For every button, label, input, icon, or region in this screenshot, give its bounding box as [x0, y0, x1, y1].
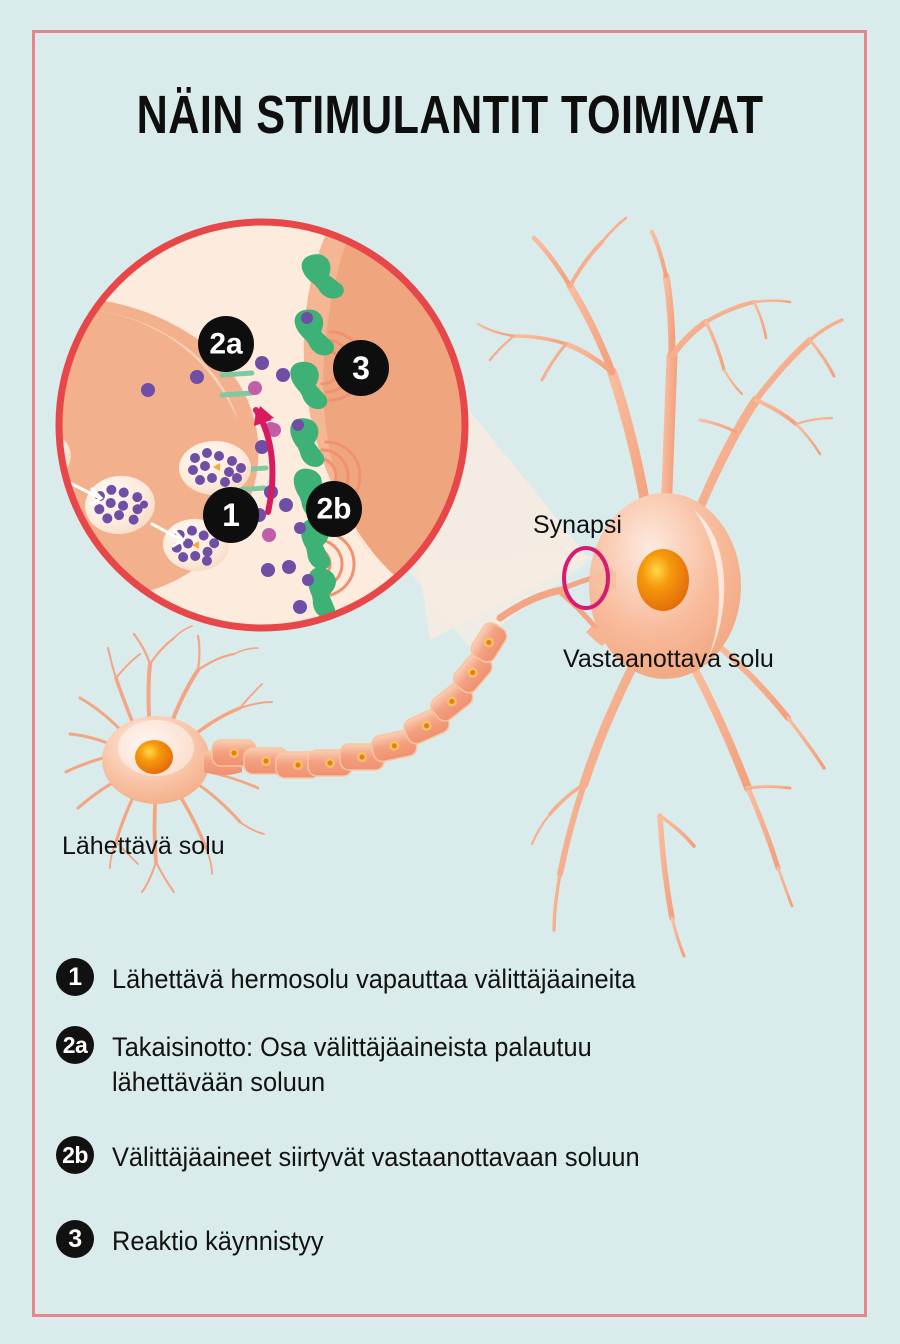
callout-3: 3 — [333, 340, 389, 396]
svg-text:3: 3 — [352, 350, 370, 386]
legend-badge: 2b — [56, 1136, 94, 1174]
label-receiving-cell: Vastaanottava solu — [563, 645, 774, 673]
svg-text:1: 1 — [222, 497, 240, 533]
label-sending-cell: Lähettävä solu — [62, 832, 225, 860]
reuptake-arrow — [253, 406, 276, 515]
diagram-callouts: 2a 3 1 2b — [198, 316, 389, 543]
legend-item: 2a Takaisinotto: Osa välittäjäaineista p… — [56, 1026, 622, 1100]
legend-badge: 3 — [56, 1220, 94, 1258]
legend-badge: 2a — [56, 1026, 94, 1064]
svg-text:2b: 2b — [316, 493, 351, 526]
legend-badge: 1 — [56, 958, 94, 996]
stimulant-molecules — [248, 381, 281, 542]
callout-2b: 2b — [306, 481, 362, 537]
label-synapse: Synapsi — [533, 511, 622, 539]
legend-label: Takaisinotto: Osa välittäjäaineista pala… — [112, 1032, 592, 1098]
sending-neuron-nucleus — [135, 740, 173, 774]
legend-label: Reaktio käynnistyy — [112, 1226, 324, 1256]
legend-item: 3 Reaktio käynnistyy — [56, 1220, 337, 1259]
magnifier-outline — [55, 218, 469, 632]
synaptic-vesicles — [59, 430, 251, 572]
callout-2a: 2a — [198, 316, 254, 372]
legend-label: Lähettävä hermosolu vapauttaa välittäjäa… — [112, 964, 636, 994]
synapse-highlight-ring — [562, 546, 610, 610]
callout-1: 1 — [203, 487, 259, 543]
vesicle-motion-arrows — [68, 481, 186, 548]
legend-item: 2b Välittäjäaineet siirtyvät vastaanotta… — [56, 1136, 673, 1175]
myelinated-axon — [211, 622, 508, 779]
svg-text:2a: 2a — [209, 328, 243, 361]
receiving-neuron — [476, 216, 844, 958]
bound-neurotransmitters — [292, 312, 314, 586]
page-frame-border — [32, 30, 867, 1317]
receiving-neuron-nucleus — [637, 549, 689, 611]
legend-item: 1 Lähettävä hermosolu vapauttaa välittäj… — [56, 958, 669, 997]
sending-neuron — [64, 570, 618, 893]
page-title: NÄIN STIMULANTIT TOIMIVAT — [136, 85, 764, 145]
legend-label: Välittäjäaineet siirtyvät vastaanottavaa… — [112, 1142, 640, 1172]
